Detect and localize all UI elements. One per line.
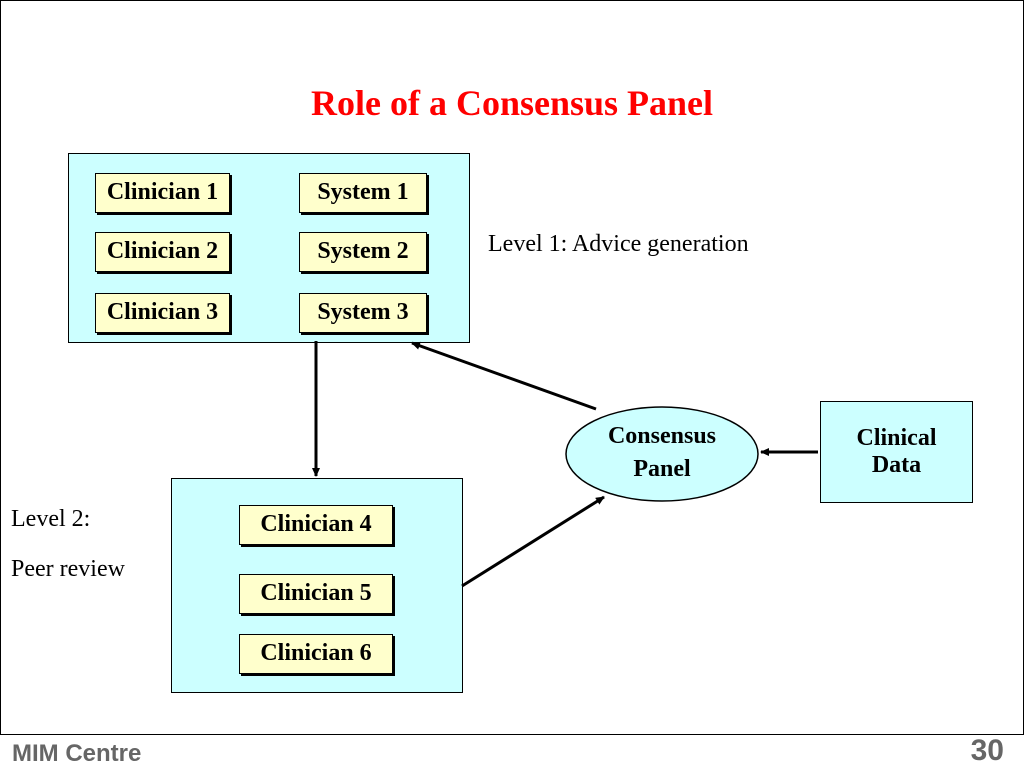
slide-frame (0, 0, 1024, 735)
arrow-consensus-to-level1 (411, 341, 597, 411)
consensus-panel-line2: Panel (633, 456, 691, 482)
clinical-data-line2: Data (871, 452, 922, 478)
level2-label: Level 2: (11, 506, 91, 532)
consensus-panel-line1: Consensus (607, 423, 717, 449)
clinical-data-line1: Clinical (856, 425, 937, 451)
system-2-box: System 2 (299, 232, 427, 272)
consensus-panel-label: Consensus Panel (567, 420, 757, 486)
system-1-box: System 1 (299, 173, 427, 213)
footer-org-name: MIM Centre (12, 740, 142, 767)
system-3-box: System 3 (299, 293, 427, 333)
arrow-level2-to-consensus (461, 495, 605, 588)
peer-review-label: Peer review (11, 556, 125, 582)
clinician-5-box: Clinician 5 (239, 574, 393, 614)
clinician-6-box: Clinician 6 (239, 634, 393, 674)
level1-label: Level 1: Advice generation (488, 231, 749, 257)
clinical-data-box: Clinical Data (820, 401, 973, 503)
slide-number: 30 (970, 734, 1004, 767)
slide-title: Role of a Consensus Panel (310, 83, 714, 123)
clinician-1-box: Clinician 1 (95, 173, 230, 213)
consensus-panel-ellipse (565, 406, 759, 502)
clinician-3-box: Clinician 3 (95, 293, 230, 333)
clinician-4-box: Clinician 4 (239, 505, 393, 545)
clinician-2-box: Clinician 2 (95, 232, 230, 272)
